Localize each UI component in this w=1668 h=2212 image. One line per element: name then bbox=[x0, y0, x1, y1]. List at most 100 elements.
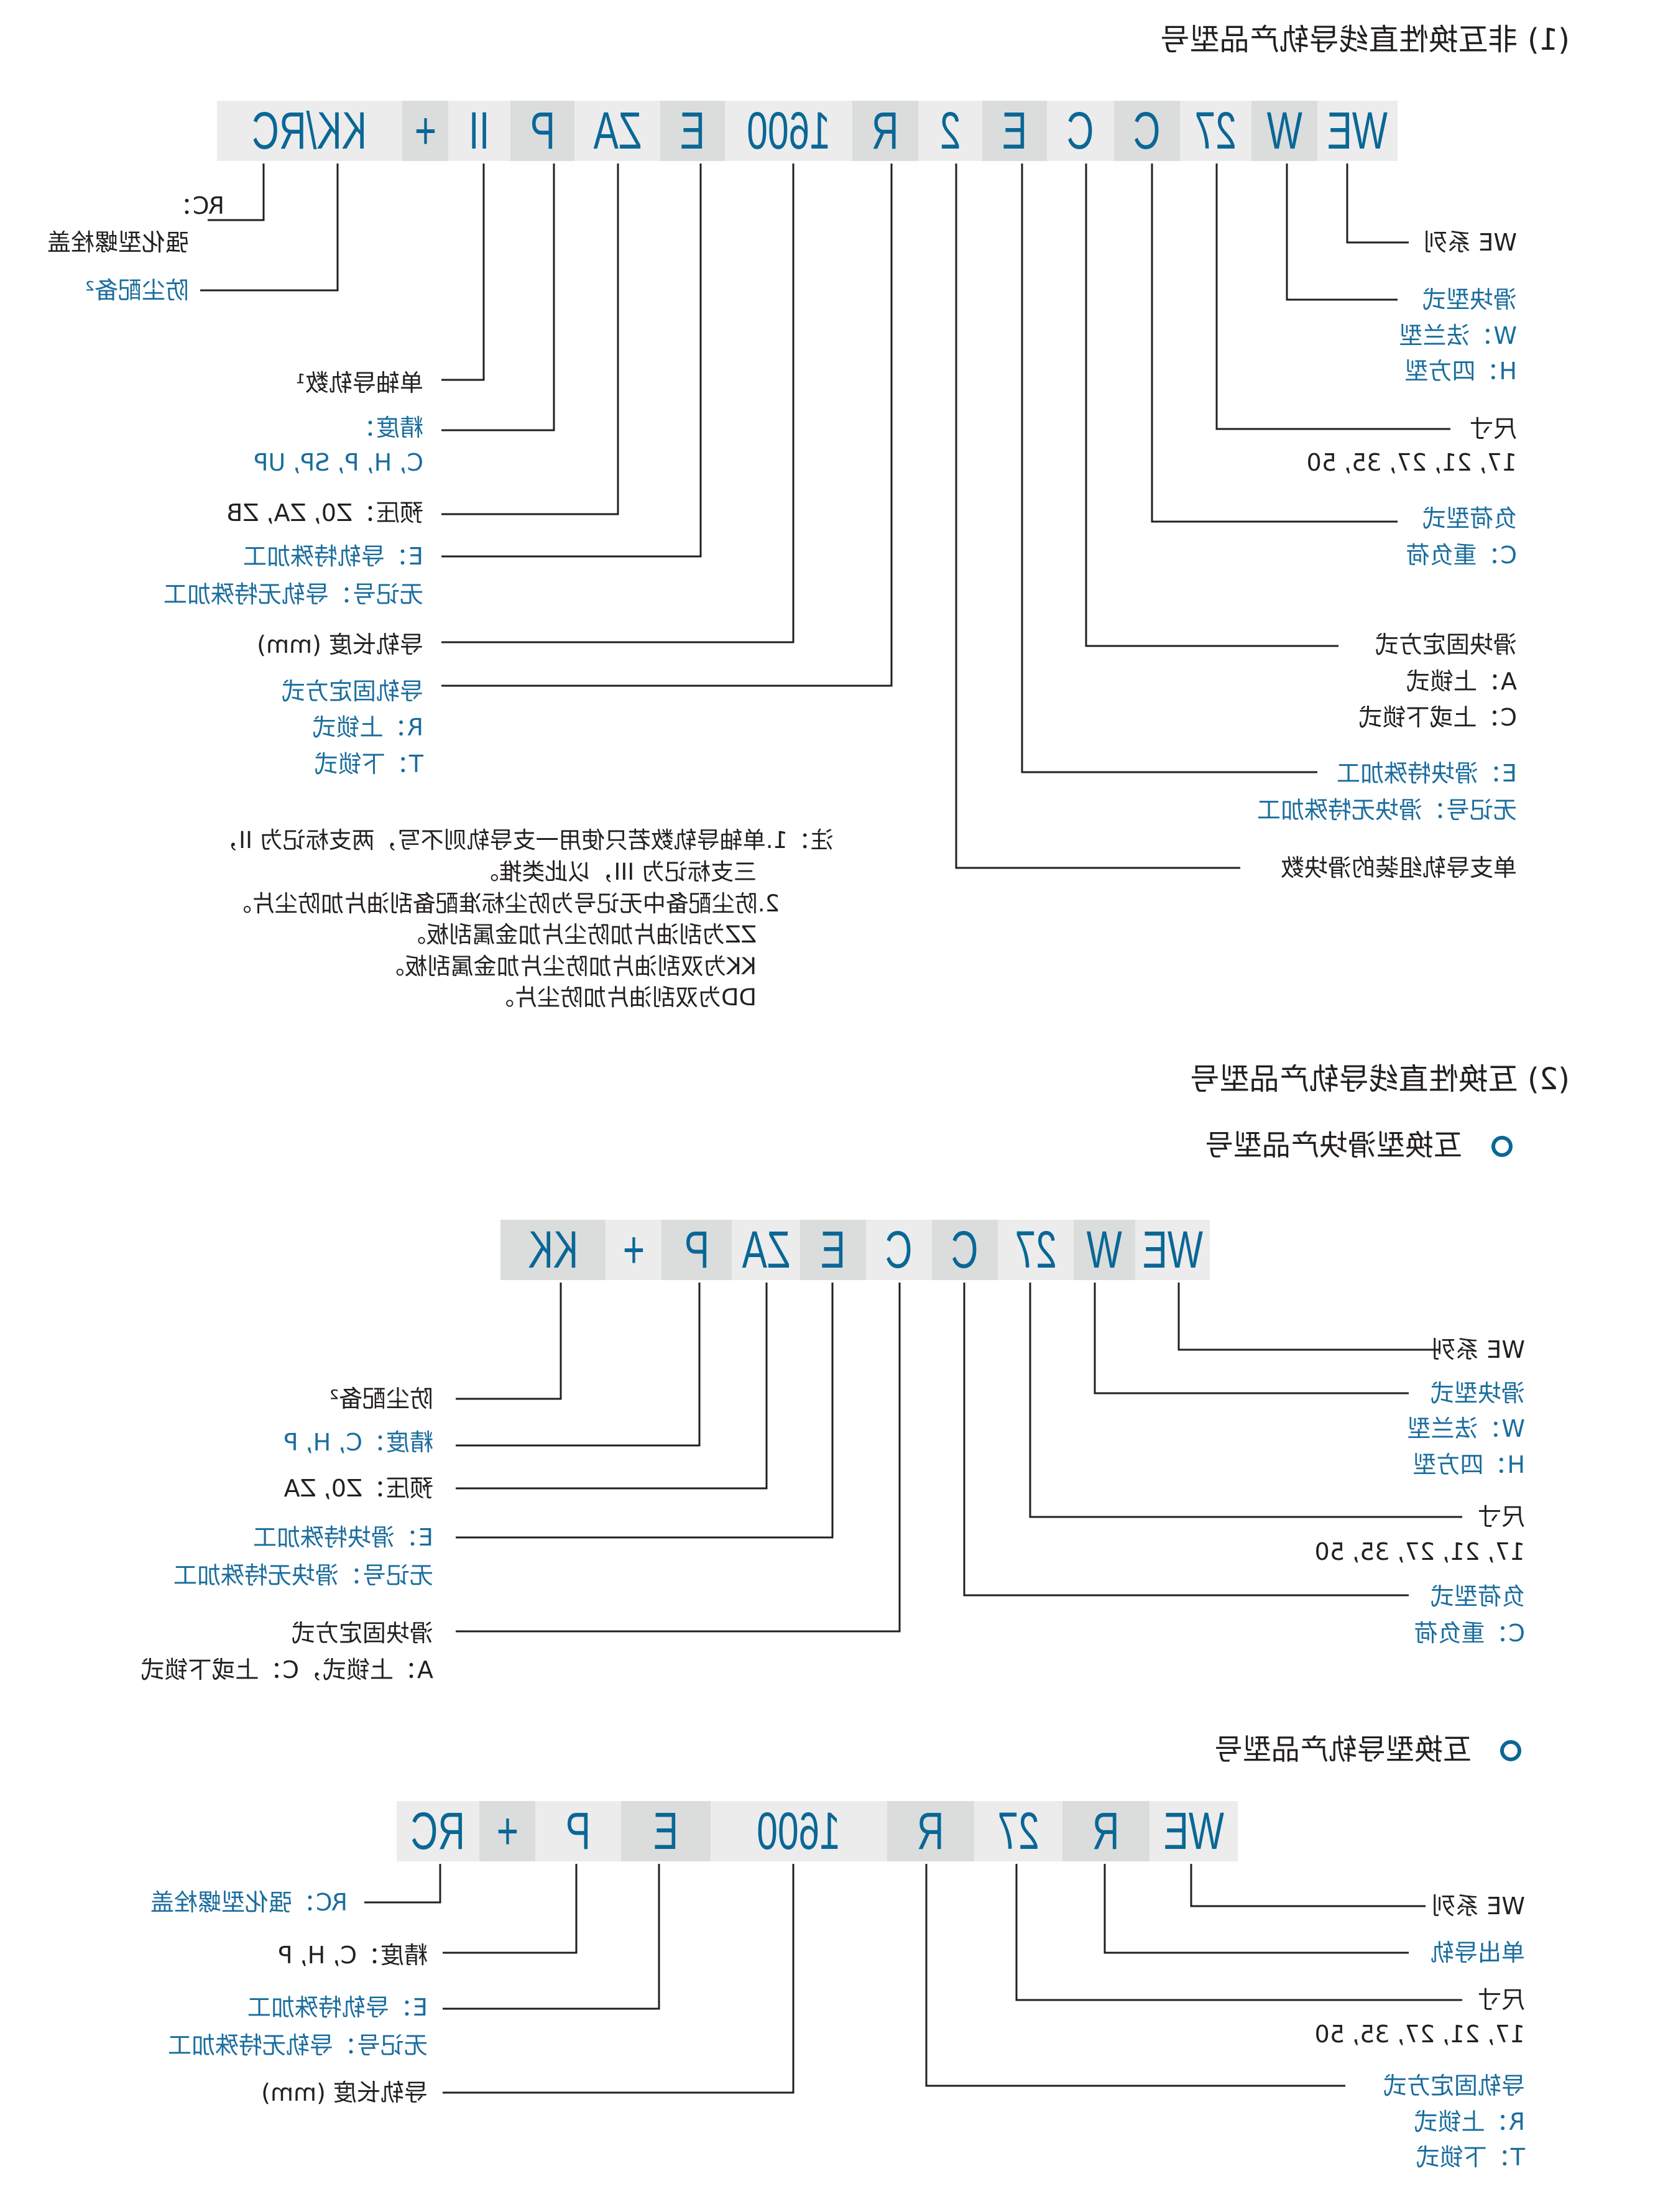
connector-line bbox=[443, 1864, 795, 2094]
code-segment-text: KK/RC bbox=[252, 101, 367, 160]
code-label: C：重负荷 bbox=[1414, 1620, 1525, 1647]
code-segment-za: ZA bbox=[732, 1220, 800, 1280]
code-segment-text: E bbox=[653, 1802, 679, 1860]
code-segment-text: + bbox=[496, 1802, 518, 1860]
connector-line bbox=[441, 164, 485, 381]
code-segment-text: E bbox=[1002, 101, 1028, 160]
code-label: 滑块固定方式 bbox=[1375, 631, 1517, 658]
code-label: 预压：Z0, ZA, ZB bbox=[226, 499, 423, 527]
code-label: T：下锁式 bbox=[314, 750, 423, 778]
code-segment-text: RC bbox=[410, 1802, 466, 1860]
code-label: 防尘配备² bbox=[329, 1385, 433, 1412]
code-segment-kk: KK bbox=[500, 1220, 606, 1280]
code-segment-c: C bbox=[1047, 101, 1114, 161]
code-label: 强化型螺栓盖 bbox=[47, 229, 189, 256]
code-label: E：导轨特殊加工 bbox=[242, 543, 423, 570]
code-segment-1600: 1600 bbox=[725, 101, 852, 161]
code-segment-ii: II bbox=[448, 101, 510, 161]
code-label: W：法兰型 bbox=[1399, 322, 1517, 349]
code-segment-e: E bbox=[800, 1220, 866, 1280]
connector-line bbox=[1104, 1864, 1409, 1954]
code-segment-text: II bbox=[469, 101, 490, 160]
connector-line bbox=[1094, 1283, 1409, 1394]
footnote-line: ZZ为刮油片加防尘片加金属刮板。 bbox=[403, 921, 757, 948]
code-segment-: + bbox=[606, 1220, 661, 1280]
connector-line bbox=[963, 1283, 1409, 1597]
code-label: 17, 21, 27, 35, 50 bbox=[1314, 2021, 1525, 2048]
code-segment-rc: RC bbox=[397, 1801, 479, 1861]
code-label: 防尘配备² bbox=[85, 277, 189, 304]
code-segment-we: WE bbox=[1317, 101, 1398, 161]
code-segment-text: WE bbox=[1142, 1220, 1203, 1279]
code-segment-text: 2 bbox=[939, 101, 961, 160]
connector-line bbox=[441, 164, 795, 643]
code-segment-text: C bbox=[885, 1220, 913, 1279]
code-label: E：滑块特殊加工 bbox=[252, 1524, 433, 1551]
code-label: C：重负荷 bbox=[1406, 541, 1517, 569]
connector-line bbox=[1286, 164, 1398, 301]
code-segment-text: + bbox=[414, 101, 436, 160]
code-segment-w: W bbox=[1074, 1220, 1135, 1280]
code-segment-p: P bbox=[535, 1801, 621, 1861]
code-label: WE 系列 bbox=[1432, 1892, 1525, 1920]
code-label: 无记号：导轨无特殊加工 bbox=[163, 581, 423, 608]
code-segment-we: WE bbox=[1150, 1801, 1238, 1861]
connector-line bbox=[925, 1864, 1345, 2087]
code-label: 17, 21, 27, 35, 50 bbox=[1314, 1538, 1525, 1565]
code-segment-c: C bbox=[1114, 101, 1180, 161]
code-segment-2: 2 bbox=[918, 101, 982, 161]
connector-line bbox=[1346, 164, 1409, 244]
code-segment-: + bbox=[479, 1801, 535, 1861]
code-segment-text: R bbox=[1092, 1802, 1120, 1860]
connector-line bbox=[1015, 1864, 1462, 2001]
code-segment-text: KK bbox=[528, 1220, 578, 1279]
code-segment-27: 27 bbox=[998, 1220, 1074, 1280]
code-segment-r: R bbox=[887, 1801, 974, 1861]
connector-line bbox=[208, 164, 265, 221]
code-segment-text: P bbox=[684, 1220, 709, 1279]
code-label: 单出导轨 bbox=[1430, 1939, 1525, 1966]
connector-line bbox=[364, 1864, 441, 1904]
code-segment-text: W bbox=[1086, 1220, 1123, 1279]
code-segment-e: E bbox=[660, 101, 725, 161]
connector-line bbox=[1085, 164, 1339, 647]
code-segment-we: WE bbox=[1135, 1220, 1210, 1280]
code-segment-w: W bbox=[1251, 101, 1317, 161]
code-segment-c: C bbox=[932, 1220, 998, 1280]
code-label: C：上或下锁式 bbox=[1358, 704, 1517, 731]
code-label: 无记号：导轨无特殊加工 bbox=[167, 2032, 428, 2059]
code-segment-text: 1600 bbox=[757, 1802, 841, 1860]
code-label: WE 系列 bbox=[1424, 229, 1517, 256]
code-segment-e: E bbox=[982, 101, 1047, 161]
code-segment-text: ZA bbox=[593, 101, 642, 160]
footnote-line: 注：1.单轴导轨数若只使用一支导轨则不写，两支标记为 II， bbox=[216, 827, 834, 854]
connector-line bbox=[200, 164, 339, 292]
code-label: 滑块固定方式 bbox=[291, 1620, 433, 1647]
code-segment-text: P bbox=[530, 101, 555, 160]
code-segment-27: 27 bbox=[974, 1801, 1062, 1861]
connector-line bbox=[456, 1283, 768, 1490]
code-label: R：上锁式 bbox=[312, 714, 423, 741]
connector-line bbox=[443, 1864, 578, 1954]
code-segment-27: 27 bbox=[1180, 101, 1251, 161]
code-segment-text: 27 bbox=[1015, 1220, 1057, 1279]
code-label: E：滑块特殊加工 bbox=[1336, 760, 1517, 787]
connector-line bbox=[443, 1864, 660, 2010]
code-segment-text: R bbox=[872, 101, 899, 160]
code-label: RC： bbox=[168, 192, 224, 219]
code-segment-text: + bbox=[622, 1220, 645, 1279]
code-segment-za: ZA bbox=[574, 101, 660, 161]
code-label: 精度：C, H, P bbox=[283, 1429, 433, 1456]
connector-line bbox=[456, 1283, 562, 1400]
code-segment-text: 27 bbox=[1194, 101, 1237, 160]
code-label: 单支导轨组装的滑块数 bbox=[1280, 854, 1517, 882]
code-segment-text: E bbox=[820, 1220, 846, 1279]
footnote-line: KK为双刮油片加防尘片加金属刮板。 bbox=[381, 953, 757, 980]
code-segment-text: WE bbox=[1163, 1802, 1224, 1860]
code-segment-text: ZA bbox=[742, 1220, 790, 1279]
code-label: W：法兰型 bbox=[1407, 1415, 1525, 1442]
code-segment-text: 1600 bbox=[747, 101, 831, 160]
code-label: 滑块型式 bbox=[1422, 286, 1517, 313]
connector-line bbox=[441, 164, 555, 431]
